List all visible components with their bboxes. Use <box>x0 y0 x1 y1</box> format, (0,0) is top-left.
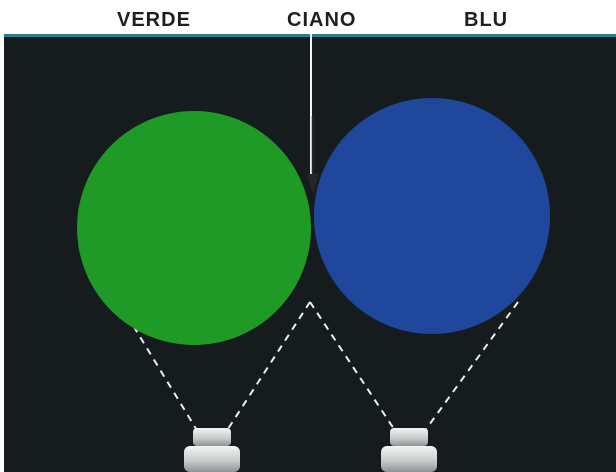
label-cyan: CIANO <box>287 8 356 32</box>
green-circle <box>77 111 311 345</box>
blue-circle <box>314 98 550 334</box>
color-mixing-diagram <box>0 34 616 472</box>
label-green: VERDE <box>117 8 191 32</box>
label-blue: BLU <box>464 8 508 32</box>
